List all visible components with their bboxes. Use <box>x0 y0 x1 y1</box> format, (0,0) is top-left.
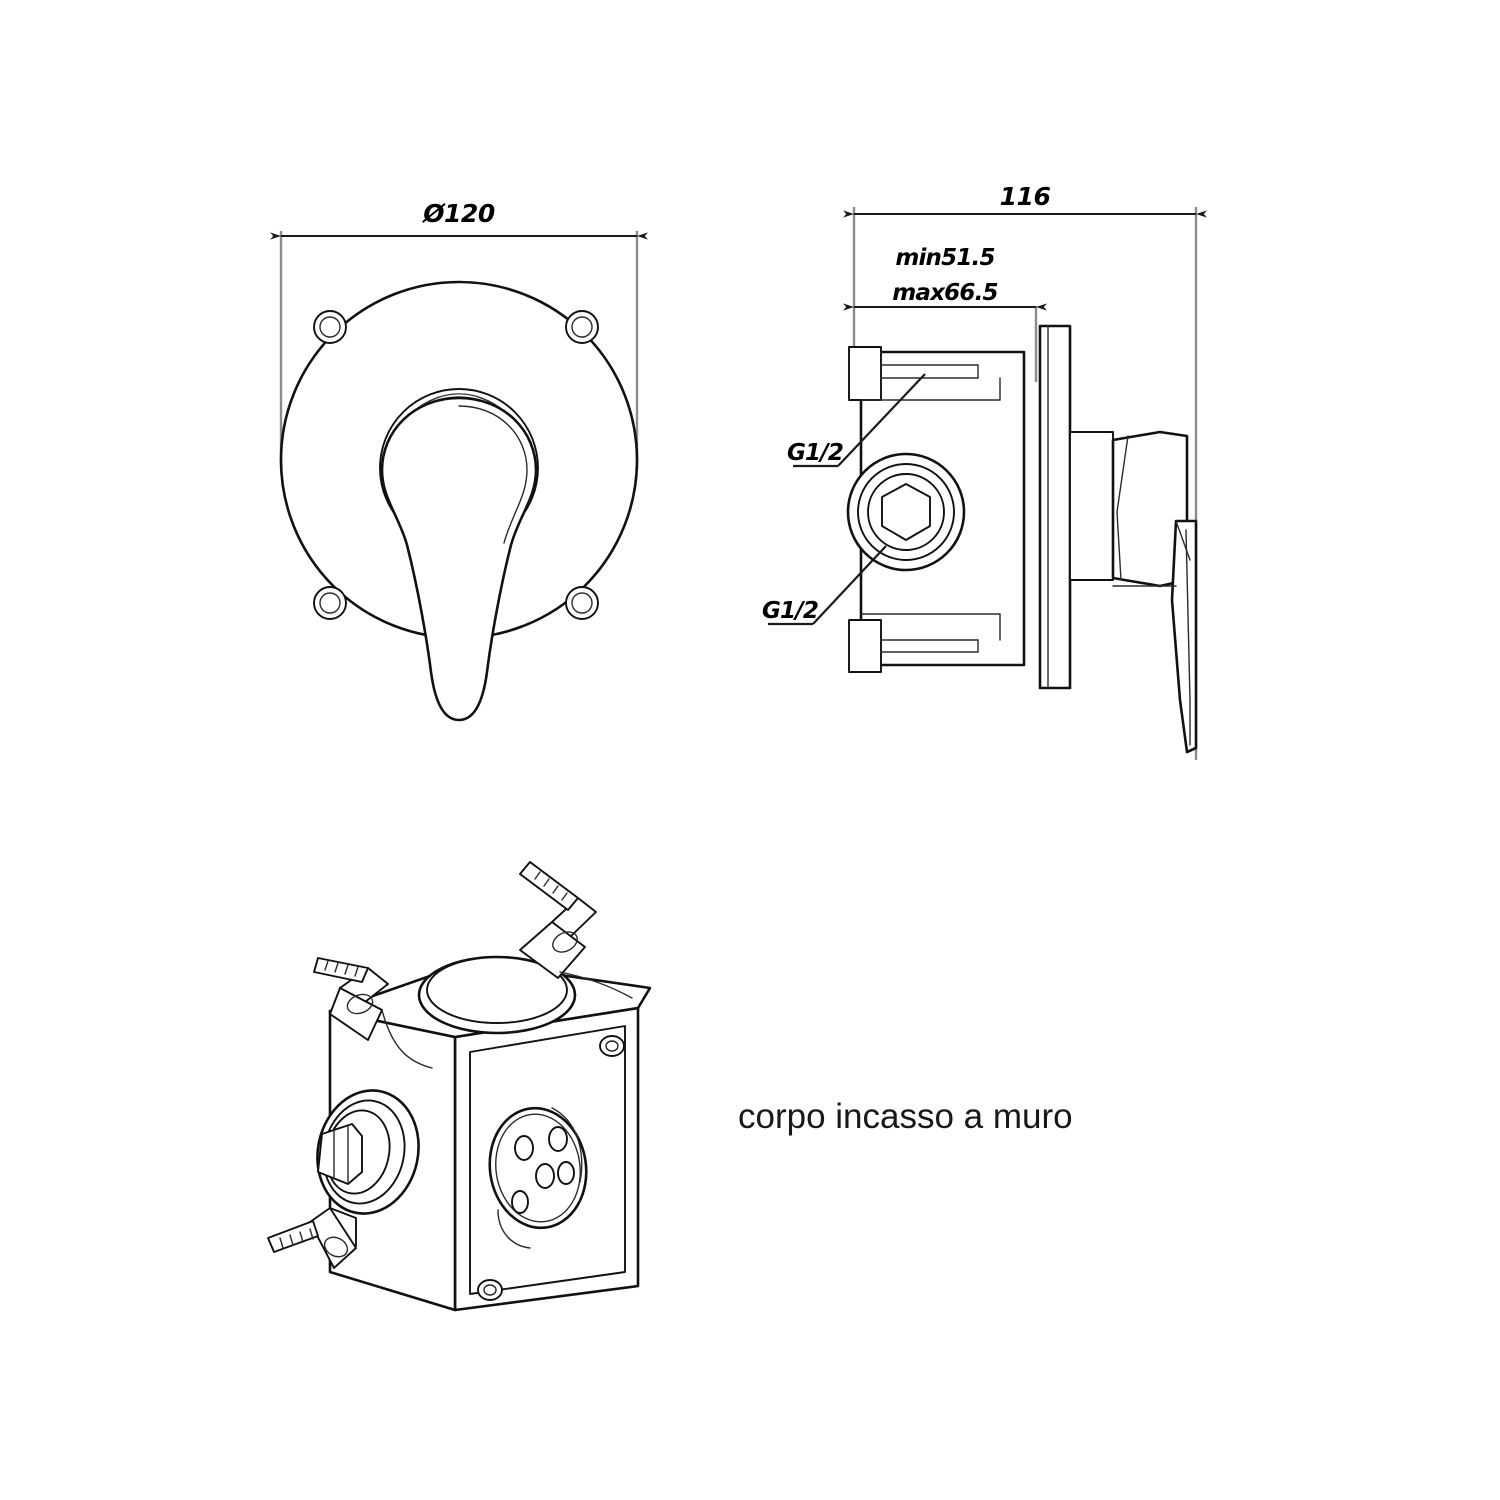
iso-port-plate-shadow-arc <box>551 1107 583 1183</box>
iso-port-hole-1 <box>514 1135 534 1161</box>
iso-body-web-left <box>381 1009 433 1069</box>
iso-port-plate-rim <box>495 1113 581 1223</box>
iso-front-inset-rim <box>469 1025 626 1295</box>
side-max-label: max66.5 <box>892 280 997 306</box>
g12-lower-label: G1/2 <box>762 598 818 624</box>
screw-boss-bottom-right <box>565 586 599 620</box>
valve-boss-upper-left <box>848 346 882 401</box>
side-overall-label: 116 <box>1000 182 1051 211</box>
handle-side-crease <box>1116 435 1129 581</box>
iso-top-opening-inner <box>426 956 568 1024</box>
iso-port-hole-4 <box>557 1161 575 1185</box>
port-hex-inner <box>881 483 931 541</box>
iso-stud-bottom-screw-head <box>323 1236 349 1258</box>
iso-port-hole-3 <box>535 1163 555 1189</box>
front-view-group: Ø120 <box>270 199 648 722</box>
port-ring-third <box>867 473 945 551</box>
iso-mounting-stud-bottom <box>267 1207 357 1269</box>
g12-upper-leader-diagonal <box>837 373 926 467</box>
iso-port-plate-lower-arc <box>497 1209 531 1249</box>
iso-port-plate <box>488 1106 588 1249</box>
side-min-label: min51.5 <box>895 245 994 271</box>
iso-mounting-stud-left <box>313 957 389 1041</box>
screw-boss-bottom-left <box>313 586 347 620</box>
g12-upper-label: G1/2 <box>787 440 843 466</box>
iso-corner-screw-top-right-slot <box>605 1040 619 1052</box>
front-diameter-label: Ø120 <box>421 199 495 228</box>
iso-stud-top-clamp <box>519 921 586 979</box>
iso-port-hole-2 <box>548 1126 568 1152</box>
iso-corner-screw-top-right <box>599 1035 625 1057</box>
iso-body-web-top <box>559 971 633 999</box>
screw-boss-top-left <box>313 310 347 344</box>
isometric-view-group <box>267 861 652 1312</box>
iso-stud-bottom-threaded-rod <box>267 1220 319 1253</box>
lever-handle-highlight <box>458 405 528 544</box>
escutcheon-flange-plate <box>1038 324 1072 690</box>
iso-stud-top-threads <box>534 871 568 901</box>
side-view-group: 116 min51.5 max66.5 <box>762 182 1207 760</box>
handle-tail-notch <box>1175 520 1191 561</box>
iso-stud-top-screw-head <box>552 931 578 953</box>
port-ring-second <box>857 463 955 561</box>
iso-mounting-stud-top <box>519 861 597 979</box>
handle-hub-spigot <box>1069 431 1114 581</box>
iso-corner-screw-bottom-left <box>477 1279 503 1301</box>
iso-corner-screw-bottom-left-slot <box>483 1284 497 1296</box>
handle-tail-crease <box>1185 529 1191 746</box>
iso-cartridge-stem-hex <box>317 1123 363 1185</box>
iso-port-hole-5 <box>511 1190 529 1214</box>
iso-stud-left-screw-head <box>346 993 374 1015</box>
screw-boss-top-right <box>565 310 599 344</box>
g12-lower-leader-diagonal <box>812 545 887 625</box>
drawing-caption: corpo incasso a muro <box>738 1097 1073 1136</box>
iso-stud-bottom-threads <box>279 1228 314 1249</box>
lever-handle-front <box>380 396 538 722</box>
valve-boss-lower-left <box>848 619 882 673</box>
iso-stud-left-threads <box>324 960 359 977</box>
iso-stud-bottom-clamp <box>309 1207 357 1269</box>
iso-valve-cartridge <box>316 1089 420 1215</box>
